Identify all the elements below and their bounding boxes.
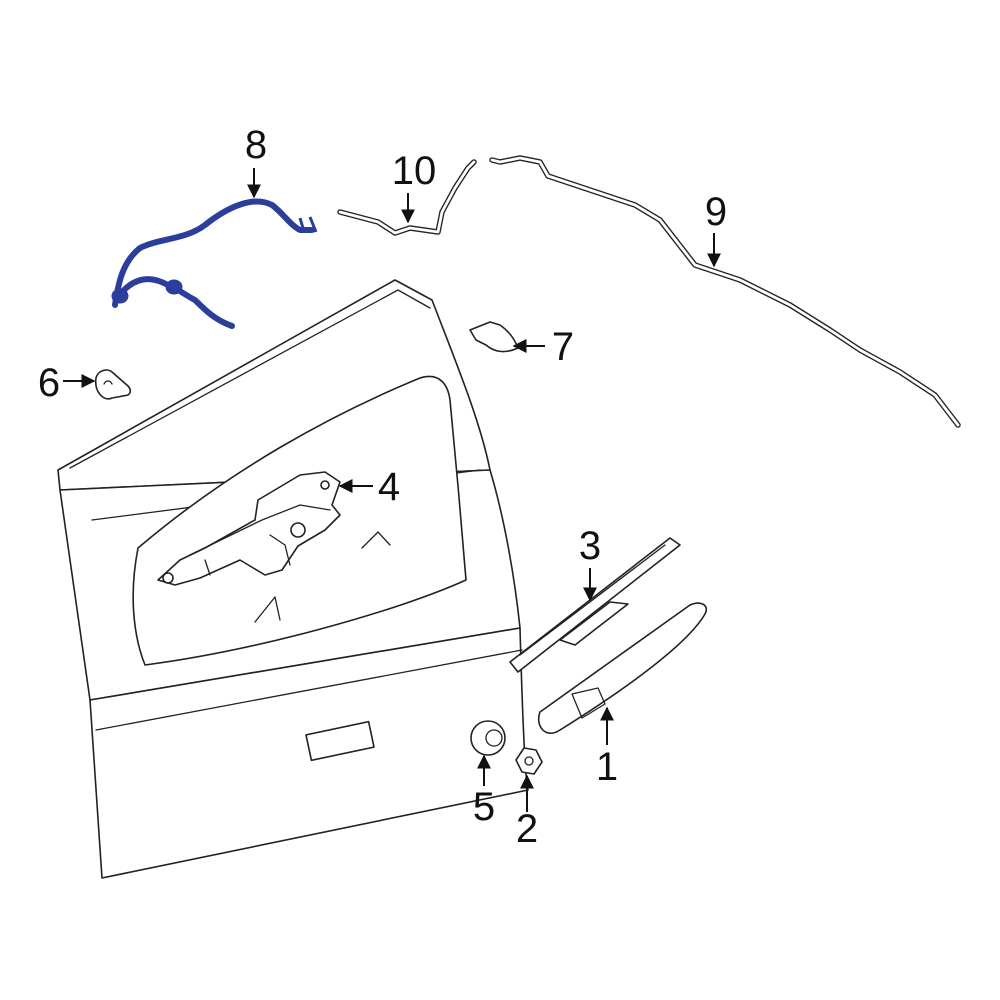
callout-labels: 1 2 3 4 5 6 7 8 9 10 — [38, 123, 727, 851]
callout-label-1: 1 — [596, 745, 618, 789]
wiper-motor — [157, 471, 341, 586]
hose-part — [337, 159, 477, 236]
wiper-arm — [538, 602, 708, 735]
callout-label-7: 7 — [552, 325, 574, 369]
callout-label-3: 3 — [579, 524, 601, 568]
nut-part — [515, 747, 543, 775]
callout-label-10: 10 — [392, 149, 437, 193]
callout-label-4: 4 — [378, 465, 400, 509]
callout-arrows — [63, 168, 721, 812]
washer-hose-part — [489, 155, 961, 428]
callout-label-8: 8 — [245, 123, 267, 167]
callout-label-2: 2 — [516, 807, 538, 851]
harness-highlight — [111, 198, 318, 329]
cover-part — [469, 321, 519, 353]
callout-label-9: 9 — [705, 190, 727, 234]
clip-part — [94, 369, 132, 400]
callout-label-6: 6 — [38, 361, 60, 405]
callout-label-5: 5 — [473, 785, 495, 829]
liftgate — [57, 279, 529, 879]
cap-part — [470, 720, 506, 756]
